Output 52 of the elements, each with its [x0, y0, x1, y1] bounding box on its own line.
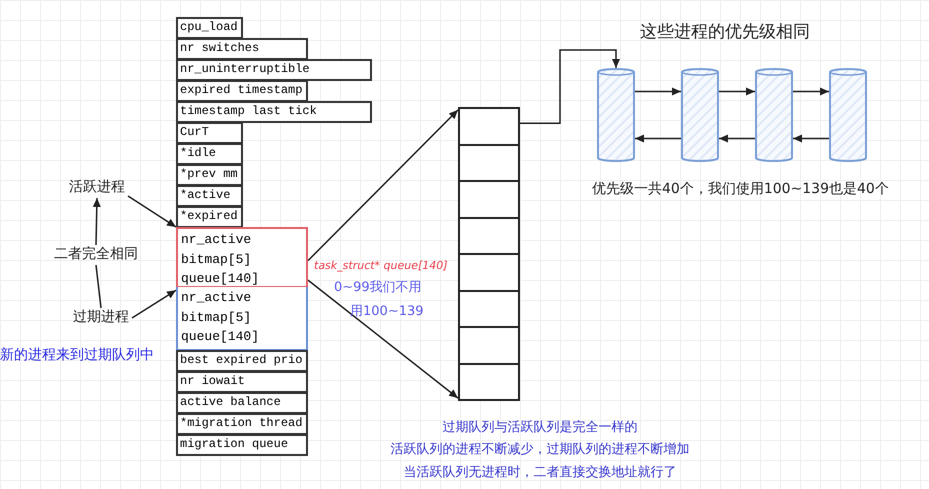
note-text: 当活跃队列无进程时，二者直接交换地址就行了: [404, 464, 676, 481]
process-cylinder: [597, 68, 635, 162]
arrow: [132, 290, 176, 319]
struct-field: expired timestamp: [176, 80, 308, 102]
field-name: queue[140]: [181, 328, 260, 346]
field-name: bitmap[5]: [181, 308, 252, 326]
struct-field: CurT: [176, 122, 243, 144]
arrow: [308, 280, 458, 399]
process-cylinder: [681, 68, 719, 162]
note-text: 过期队列与活跃队列是完全一样的: [442, 419, 638, 436]
struct-field: *active: [176, 185, 243, 207]
field-group-box: [176, 227, 308, 288]
arrow: [635, 88, 681, 96]
struct-field: *expired: [176, 206, 243, 228]
arrow: [307, 109, 459, 262]
queue-array: [458, 107, 520, 401]
arrow: [793, 134, 829, 142]
struct-field: nr switches: [176, 38, 308, 60]
field-group-box: [176, 287, 308, 351]
struct-field: *migration thread: [176, 413, 308, 435]
arrow: [128, 195, 176, 228]
struct-field: active balance: [176, 392, 308, 414]
note-text: 优先级一共40个，我们使用100~139也是40个: [592, 180, 889, 198]
note-text: 新的进程来到过期队列中: [0, 346, 154, 364]
arrow: [520, 49, 620, 124]
title: 这些进程的优先级相同: [640, 21, 810, 43]
struct-field: nr iowait: [176, 371, 308, 393]
field-name: nr_active: [181, 231, 252, 249]
arrow: [719, 88, 755, 96]
process-cylinder: [829, 68, 867, 162]
note-text: task_struct* queue[140]: [314, 259, 448, 272]
struct-field: best expired prio: [176, 350, 308, 372]
struct-field: *prev mm: [176, 164, 243, 186]
note-text: 用100~139: [350, 303, 424, 320]
annotation-text: 活跃进程: [66, 178, 128, 198]
note-text: 0~99我们不用: [334, 279, 422, 296]
field-name: queue[140]: [181, 270, 260, 288]
annotation-text: 二者完全相同: [50, 245, 142, 265]
struct-field: nr_uninterruptible: [176, 59, 372, 81]
arrow: [92, 198, 101, 246]
struct-field: *idle: [176, 143, 243, 165]
struct-field: migration queue: [176, 434, 308, 456]
struct-field: timestamp last tick: [176, 101, 372, 123]
field-name: nr_active: [181, 289, 252, 307]
arrow: [719, 134, 755, 142]
struct-field: cpu_load: [176, 17, 243, 39]
arrow: [793, 88, 829, 96]
note-text: 活跃队列的进程不断减少，过期队列的进程不断增加: [390, 441, 690, 458]
process-cylinder: [755, 68, 793, 162]
field-name: bitmap[5]: [181, 250, 252, 268]
arrow: [635, 134, 681, 142]
annotation-text: 过期进程: [70, 308, 132, 328]
